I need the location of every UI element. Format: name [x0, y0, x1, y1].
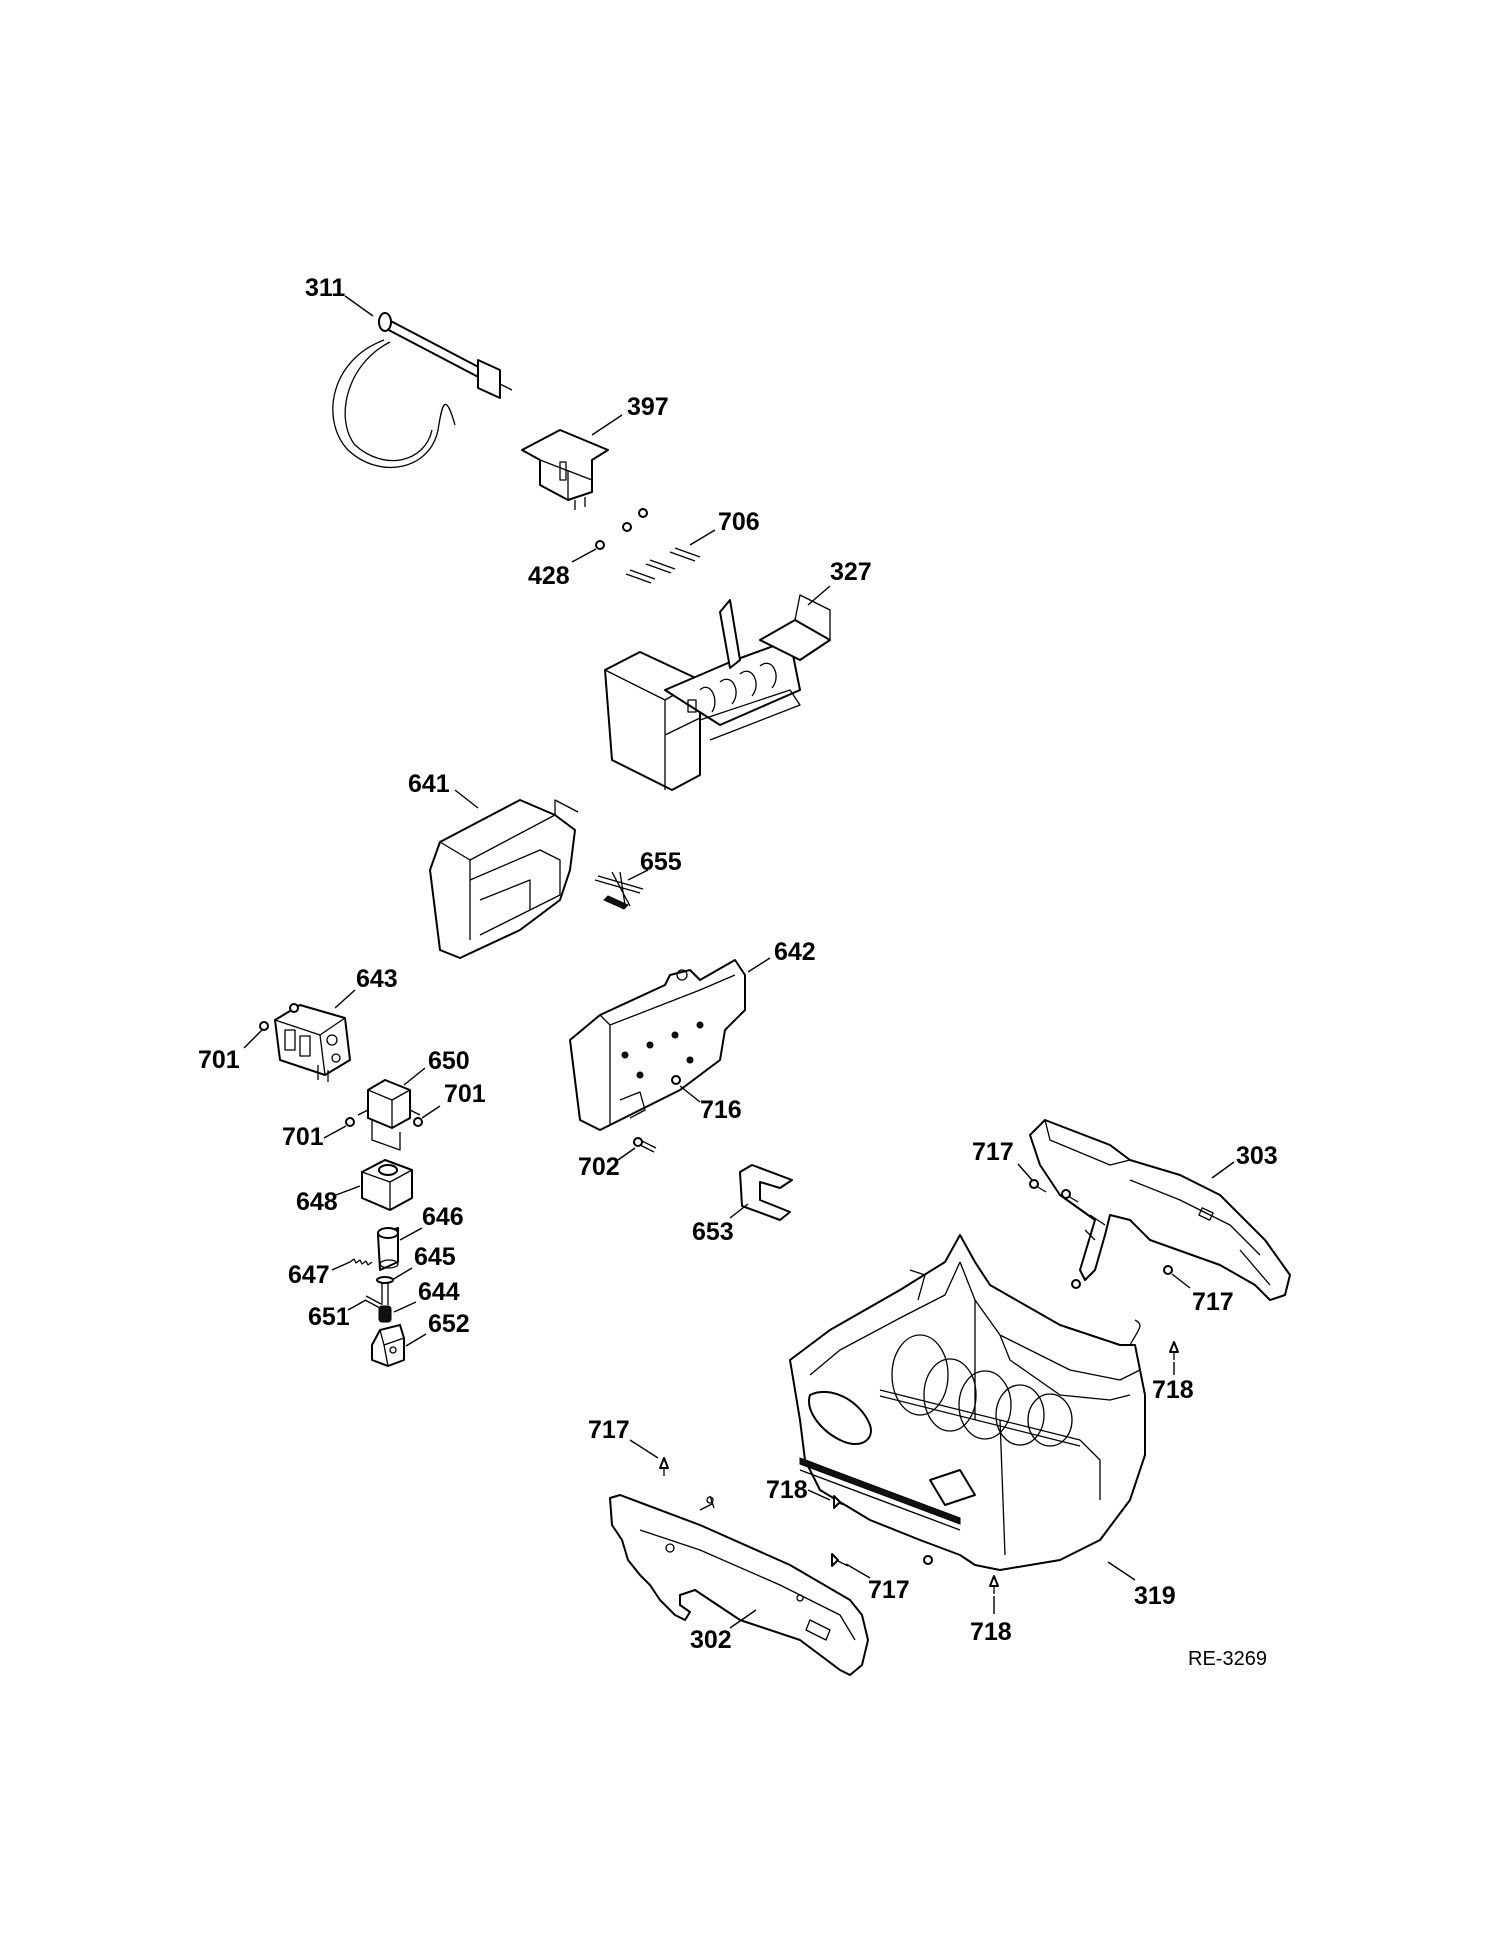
part-648-coil-block[interactable]: [361, 1159, 413, 1211]
label-651: 651: [308, 1303, 350, 1331]
part-303-bracket[interactable]: [1029, 1119, 1291, 1301]
part-651-wire[interactable]: [364, 1295, 382, 1309]
leader-653: [729, 1203, 749, 1219]
leader-650: [403, 1067, 426, 1086]
part-302-front-plate[interactable]: [609, 1494, 869, 1676]
label-648: 648: [296, 1188, 338, 1216]
leader-717-a: [1017, 1163, 1033, 1181]
leader-644: [393, 1301, 417, 1313]
leader-327: [807, 585, 831, 606]
label-652: 652: [428, 1310, 470, 1338]
leader-645: [391, 1267, 413, 1281]
label-302: 302: [690, 1626, 732, 1654]
label-644: 644: [418, 1278, 460, 1306]
part-718-screw-b[interactable]: [833, 1495, 849, 1509]
label-718-b: 718: [766, 1476, 808, 1504]
leader-702: [617, 1147, 636, 1161]
drawing-reference: RE-3269: [1188, 1648, 1267, 1670]
leader-642: [747, 957, 771, 973]
part-642-mounting-plate[interactable]: [569, 959, 746, 1131]
part-647-spring[interactable]: [349, 1258, 373, 1266]
label-717-b: 717: [1192, 1288, 1234, 1316]
part-319-ice-bucket[interactable]: [789, 1234, 1146, 1571]
part-655-linkage[interactable]: [594, 871, 644, 910]
leader-718-b: [807, 1489, 831, 1501]
label-428: 428: [528, 562, 570, 590]
part-717-screws-a[interactable]: [1029, 1179, 1079, 1203]
part-653-clip[interactable]: [739, 1164, 793, 1221]
part-650-valve[interactable]: [357, 1079, 421, 1151]
part-428-nuts[interactable]: [595, 508, 648, 550]
label-641: 641: [408, 770, 450, 798]
label-718-a: 718: [1152, 1376, 1194, 1404]
label-319: 319: [1134, 1582, 1176, 1610]
label-653: 653: [692, 1218, 734, 1246]
leader-648: [335, 1185, 361, 1196]
leader-717-d: [845, 1563, 871, 1579]
label-643: 643: [356, 965, 398, 993]
label-718-c: 718: [970, 1618, 1012, 1646]
part-645-pin[interactable]: [376, 1276, 394, 1305]
part-717-screws-d[interactable]: [831, 1553, 933, 1567]
leader-706: [689, 529, 716, 546]
leader-655: [627, 869, 649, 881]
leader-701-a: [243, 1029, 263, 1049]
leader-717-b: [1171, 1273, 1191, 1289]
part-701-screws-c[interactable]: [345, 1117, 355, 1127]
part-646-plunger-housing[interactable]: [377, 1227, 399, 1271]
leader-651: [347, 1299, 367, 1311]
label-702: 702: [578, 1153, 620, 1181]
label-642: 642: [774, 938, 816, 966]
part-702-screw[interactable]: [633, 1137, 657, 1153]
leader-302: [729, 1609, 757, 1629]
label-717-d: 717: [868, 1576, 910, 1604]
leader-641: [454, 789, 479, 809]
label-647: 647: [288, 1261, 330, 1289]
part-652-bracket[interactable]: [371, 1324, 405, 1367]
label-655: 655: [640, 848, 682, 876]
leader-701-c: [323, 1125, 347, 1139]
label-701-b: 701: [444, 1080, 486, 1108]
label-311: 311: [305, 274, 345, 302]
leader-319: [1107, 1561, 1136, 1581]
leader-701-b: [421, 1105, 441, 1119]
leader-311: [344, 295, 374, 317]
part-701-screws-b[interactable]: [413, 1117, 423, 1127]
label-650: 650: [428, 1047, 470, 1075]
label-706: 706: [718, 508, 760, 536]
part-643-motor[interactable]: [274, 1004, 351, 1082]
part-701-screws-a[interactable]: [259, 1003, 299, 1031]
part-706-screws[interactable]: [625, 547, 701, 584]
leader-716: [679, 1085, 701, 1103]
label-397: 397: [627, 393, 669, 421]
part-718-screw-c[interactable]: [989, 1575, 999, 1594]
leader-652: [405, 1333, 427, 1347]
part-717-screws-b[interactable]: [1071, 1265, 1173, 1289]
part-311-fill-tube[interactable]: [332, 312, 513, 469]
leader-717-c: [629, 1439, 659, 1459]
label-716: 716: [700, 1096, 742, 1124]
part-641-housing[interactable]: [429, 799, 579, 959]
label-717-c: 717: [588, 1416, 630, 1444]
part-327-ice-maker[interactable]: [604, 594, 831, 791]
leader-428: [571, 548, 597, 563]
part-716-screw[interactable]: [671, 1075, 681, 1085]
part-718-screw-a[interactable]: [1169, 1341, 1179, 1360]
leader-303: [1211, 1161, 1235, 1179]
label-303: 303: [1236, 1142, 1278, 1170]
part-717-screws-c[interactable]: [659, 1457, 669, 1476]
leader-643: [334, 989, 356, 1009]
label-701-c: 701: [282, 1123, 324, 1151]
part-397-bracket[interactable]: [521, 429, 609, 510]
part-644-spring[interactable]: [378, 1305, 392, 1323]
leader-646: [399, 1227, 423, 1241]
label-327: 327: [830, 558, 872, 586]
leader-397: [591, 414, 623, 436]
label-645: 645: [414, 1243, 456, 1271]
leader-647: [331, 1261, 351, 1271]
label-717-a: 717: [972, 1138, 1014, 1166]
label-646: 646: [422, 1203, 464, 1231]
label-701-a: 701: [198, 1046, 240, 1074]
